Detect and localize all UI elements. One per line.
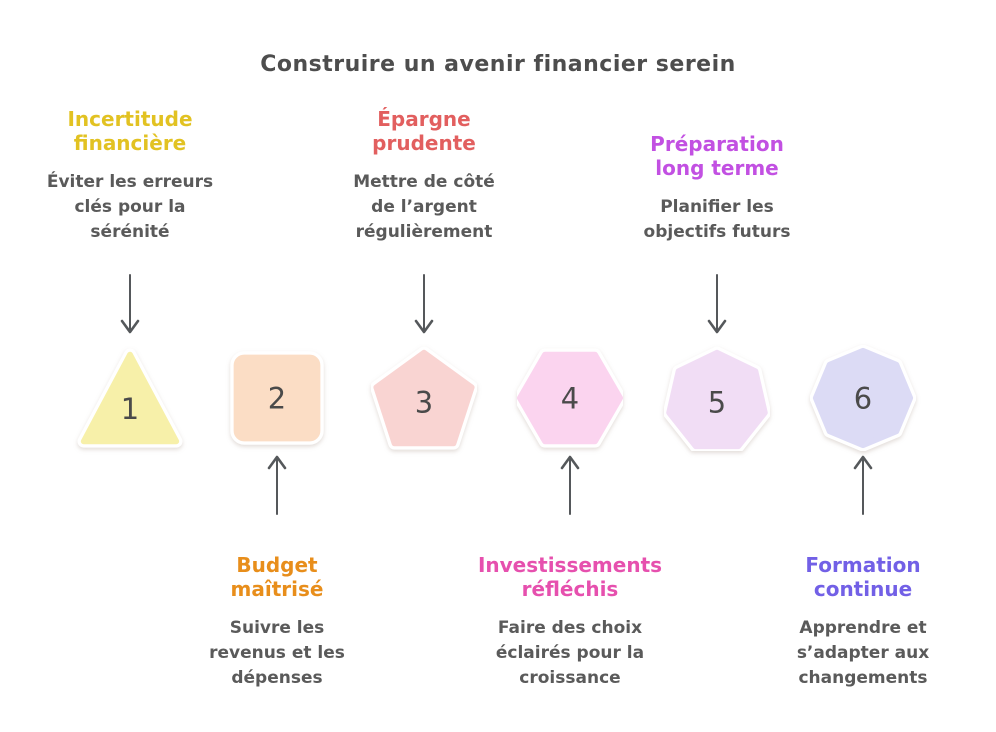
heading-line: Formation — [805, 553, 921, 577]
step1-shape-triangle: 1 — [77, 348, 183, 448]
step3-number: 3 — [415, 385, 433, 419]
heading-line: continue — [813, 577, 913, 601]
heading-line: maîtrisé — [230, 577, 324, 601]
shape-body — [812, 347, 914, 449]
step4-number: 4 — [561, 382, 579, 416]
step6-description: Apprendre et s’adapter aux changements — [796, 618, 930, 688]
heading-line: Incertitude — [67, 107, 193, 131]
step2-label-group: Budget maîtrisé Suivre les revenus et le… — [177, 553, 377, 691]
step3-heading: Épargne prudente — [372, 107, 476, 155]
step5-heading: Préparation long terme — [650, 132, 784, 180]
step5-description: Planifier les objectifs futurs — [643, 197, 791, 242]
heading-line: financière — [73, 131, 187, 155]
heading-line: Investissements — [477, 553, 663, 577]
arrow-down-icon — [120, 274, 140, 334]
step1-number: 1 — [121, 392, 139, 426]
step4-heading: Investissements réfléchis — [478, 553, 662, 601]
step2-heading: Budget maîtrisé — [231, 553, 324, 601]
arrow-down-icon — [707, 274, 727, 334]
heading-line: prudente — [372, 131, 476, 155]
shape-body — [373, 349, 475, 447]
step1-label-group: Incertitude financière Éviter les erreur… — [30, 100, 230, 245]
step4-label-group: Investissements réfléchis Faire des choi… — [470, 553, 670, 691]
step4-shape-hexagon: 4 — [517, 348, 623, 448]
shape-body — [233, 354, 321, 442]
heading-line: Épargne — [377, 107, 471, 131]
step4-description: Faire des choix éclairés pour la croissa… — [495, 618, 645, 688]
step5-number: 5 — [708, 385, 726, 419]
diagram-title: Construire un avenir financier serein — [260, 52, 736, 77]
step5-label-group: Préparation long terme Planifier les obj… — [617, 100, 817, 245]
step6-number: 6 — [854, 382, 872, 416]
step6-shape-octagon: 6 — [810, 345, 916, 451]
step5-shape-heptagon: 5 — [664, 346, 770, 451]
step3-description: Mettre de côté de l’argent régulièrement — [353, 172, 495, 242]
step6-heading: Formation continue — [805, 553, 920, 601]
shape-body — [80, 351, 180, 445]
heading-line: Préparation — [650, 132, 784, 156]
arrow-up-icon — [560, 455, 580, 515]
arrow-up-icon — [267, 455, 287, 515]
heading-line: Budget — [236, 553, 318, 577]
shape-body — [517, 351, 623, 445]
arrow-up-icon — [853, 455, 873, 515]
step1-heading: Incertitude financière — [67, 107, 192, 155]
step2-number: 2 — [268, 382, 286, 416]
arrow-down-icon — [414, 274, 434, 334]
step2-description: Suivre les revenus et les dépenses — [209, 618, 345, 688]
heading-line: long terme — [655, 156, 779, 180]
shape-body — [666, 349, 768, 450]
step2-shape-square: 2 — [230, 351, 324, 445]
step6-label-group: Formation continue Apprendre et s’adapte… — [763, 553, 963, 691]
step1-description: Éviter les erreurs clés pour la sérénité — [46, 172, 214, 242]
step3-label-group: Épargne prudente Mettre de côté de l’arg… — [324, 100, 524, 245]
heading-line: réfléchis — [521, 577, 619, 601]
step3-shape-pentagon: 3 — [371, 346, 477, 450]
